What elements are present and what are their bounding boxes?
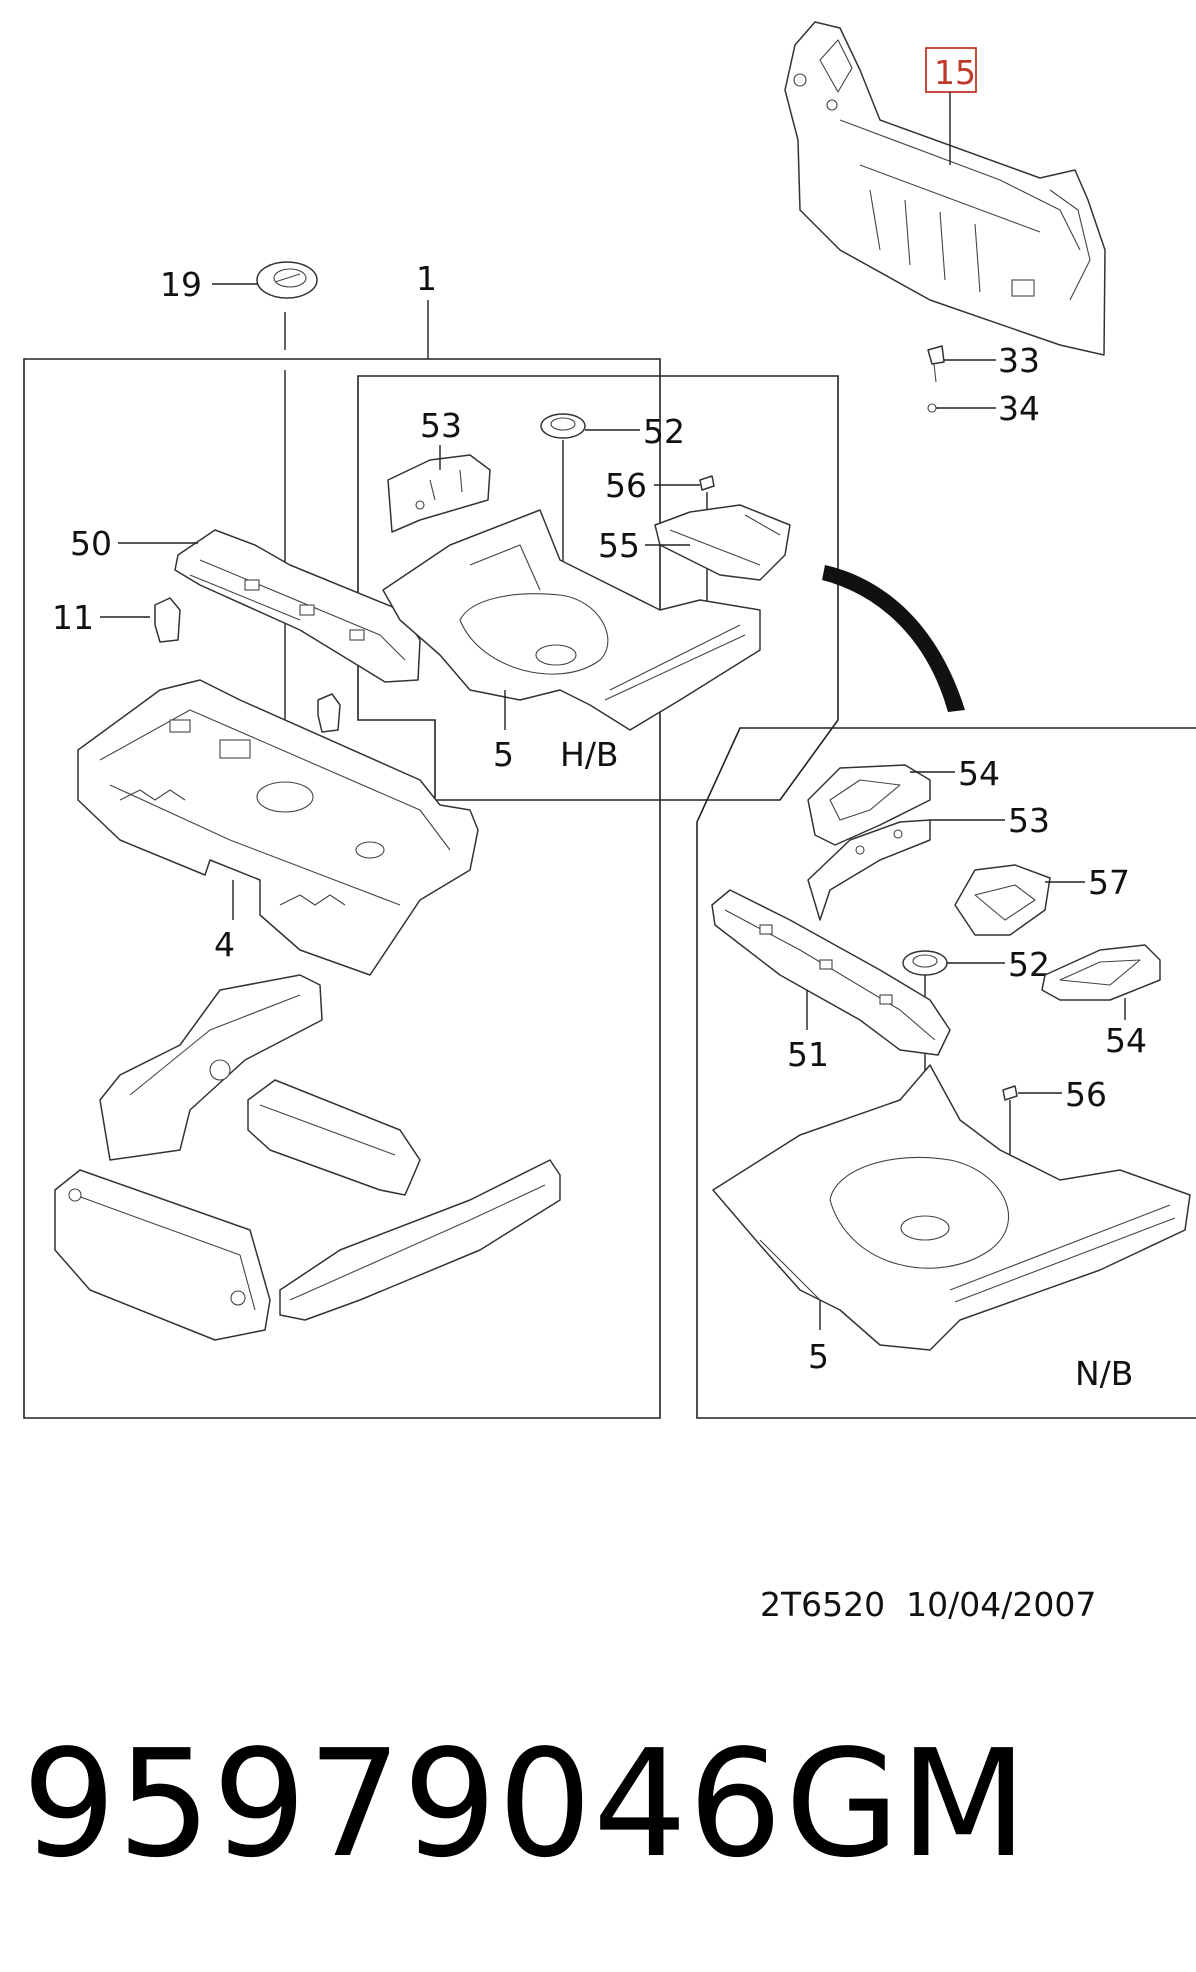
hb-part-56-clip xyxy=(699,475,715,491)
nb-part-54-upper xyxy=(807,764,931,846)
part-4-rear-floor xyxy=(77,679,479,976)
callout-1: 1 xyxy=(416,259,437,298)
frame-rails-assembly xyxy=(54,974,561,1341)
hb-callout-55: 55 xyxy=(598,526,640,565)
nb-subgroup-frame xyxy=(696,727,1196,1419)
nb-callout-54b: 54 xyxy=(1105,1021,1147,1060)
part-19-plug xyxy=(256,261,318,299)
callout-19: 19 xyxy=(160,265,202,304)
hb-callout-5: 5 xyxy=(493,735,514,774)
part-11-bracket xyxy=(154,597,341,733)
nb-part-54-lower xyxy=(1041,944,1161,1001)
hb-callout-53: 53 xyxy=(420,406,462,445)
hb-to-nb-arrow xyxy=(822,565,965,712)
callout-34: 34 xyxy=(998,389,1040,428)
drawing-reference: 2T6520 10/04/2007 xyxy=(760,1585,1096,1624)
nb-callout-5: 5 xyxy=(808,1337,829,1376)
hb-callout-56: 56 xyxy=(605,466,647,505)
callout-50: 50 xyxy=(70,524,112,563)
callout-4: 4 xyxy=(214,925,235,964)
hb-callout-52: 52 xyxy=(643,412,685,451)
part-50-crossmember xyxy=(174,529,421,683)
callout-33: 33 xyxy=(998,341,1040,380)
nb-part-52-cap xyxy=(902,950,948,976)
hb-part-53-shield xyxy=(387,454,491,533)
drawing-code: 2T6520 xyxy=(760,1585,886,1624)
nb-callout-53: 53 xyxy=(1008,801,1050,840)
nb-callout-57: 57 xyxy=(1088,863,1130,902)
part-34-screw xyxy=(927,403,937,413)
nb-part-53-shield xyxy=(807,819,931,921)
nb-part-56-clip xyxy=(1002,1085,1018,1101)
hb-part-52-cap xyxy=(540,413,586,439)
nb-callout-52: 52 xyxy=(1008,945,1050,984)
nb-callout-56: 56 xyxy=(1065,1075,1107,1114)
nb-callout-54a: 54 xyxy=(958,754,1000,793)
hb-part-55-bracket xyxy=(654,504,791,581)
hb-part-5-floor-tub xyxy=(382,509,761,731)
part-number: 95979046 xyxy=(22,1718,784,1890)
nb-part-51-crossmember xyxy=(711,889,951,1056)
nb-part-5-floor-tub xyxy=(712,1064,1191,1351)
part-33-bracket xyxy=(927,345,945,383)
part-15-highlight-box xyxy=(925,47,977,93)
hb-subgroup-frame xyxy=(357,375,839,801)
nb-callout-51: 51 xyxy=(787,1035,829,1074)
main-group-frame xyxy=(23,358,661,1419)
brand-name: GM xyxy=(785,1718,1028,1890)
nb-variant-label: N/B xyxy=(1075,1354,1133,1393)
callout-11: 11 xyxy=(52,598,94,637)
nb-part-57-bracket xyxy=(954,864,1051,936)
callout-15: 15 xyxy=(934,53,976,92)
hb-variant-label: H/B xyxy=(560,735,619,774)
drawing-date: 10/04/2007 xyxy=(906,1585,1097,1624)
part-15-rear-panel xyxy=(784,21,1106,356)
